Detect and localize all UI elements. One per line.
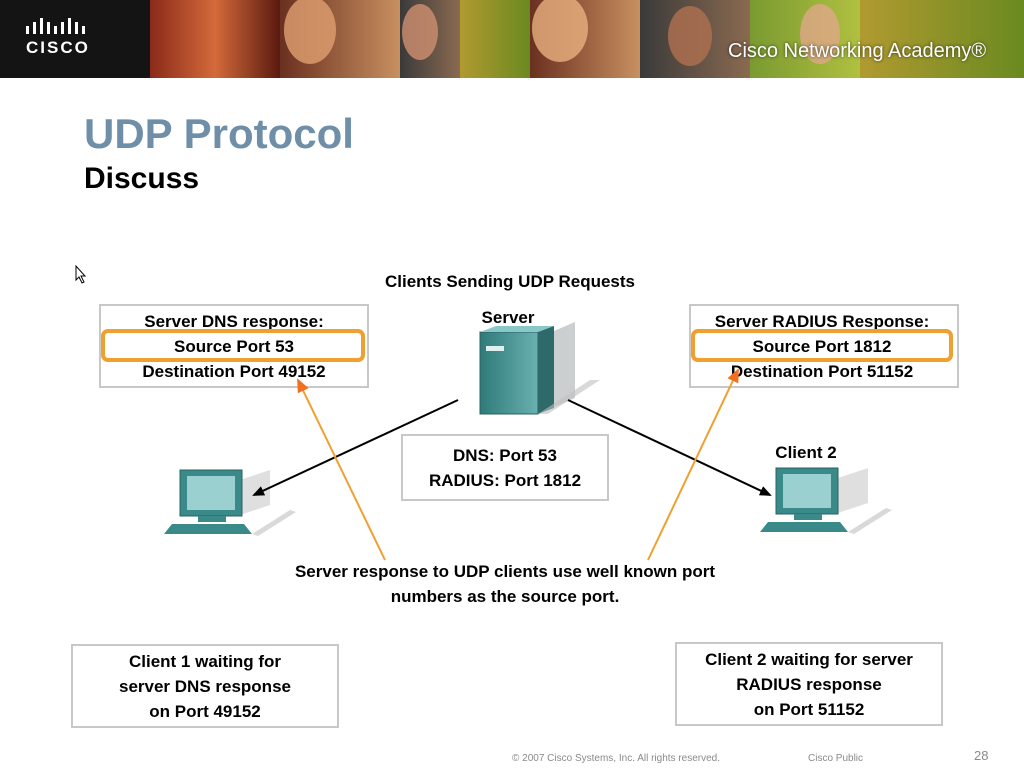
ports-box [401,434,609,501]
cisco-logo-text: CISCO [26,38,90,57]
header-banner: CISCO Cisco Networking Academy® [0,0,1024,78]
classification-text: Cisco Public [808,753,864,764]
server-label: Server [482,308,535,327]
cisco-logo-icon [26,18,85,34]
note-line-1: Server response to UDP clients use well … [295,562,715,581]
radius-box-line-2: Source Port 1812 [753,337,892,356]
client-2-box-line-1: Client 2 waiting for server [705,650,913,669]
page-number: 28 [974,748,989,763]
radius-source-highlight [691,329,953,362]
ports-box-line-2: RADIUS: Port 1812 [429,471,581,490]
server-icon [479,322,600,415]
client-2-computer-icon [760,467,892,534]
client-1-waiting-box [71,644,339,728]
client-2-waiting-box [675,642,943,726]
arrow-note-to-radius-box [647,368,739,561]
dns-box-line-3: Destination Port 49152 [142,362,325,381]
note-line-2: numbers as the source port. [391,587,620,606]
arrow-note-to-dns-box [297,378,386,561]
banner-photo-strip [0,0,1024,78]
client-1-computer-icon [164,469,296,536]
copyright-text: © 2007 Cisco Systems, Inc. All rights re… [512,753,721,764]
diagram-heading: Clients Sending UDP Requests [385,272,635,291]
dns-source-highlight [101,329,365,362]
arrow-server-to-client-2 [567,399,772,496]
client-1-box-line-2: server DNS response [119,677,291,696]
academy-title: Cisco Networking Academy® [728,40,987,62]
dns-response-box [99,304,369,388]
cursor-icon [75,264,87,284]
client-1-box-line-1: Client 1 waiting for [129,652,281,671]
client-2-label: Client 2 [775,443,836,462]
dns-box-line-2: Source Port 53 [174,337,294,356]
client-2-box-line-3: on Port 51152 [754,700,865,719]
client-2-box-line-2: RADIUS response [736,675,881,694]
ports-box-line-1: DNS: Port 53 [453,446,557,465]
dns-box-line-1: Server DNS response: [144,312,324,331]
slide-title: UDP Protocol [84,110,354,157]
radius-box-line-3: Destination Port 51152 [731,362,913,381]
arrow-server-to-client-1 [252,399,459,496]
radius-box-line-1: Server RADIUS Response: [715,312,929,331]
slide-subtitle: Discuss [84,162,200,195]
client-1-box-line-3: on Port 49152 [149,702,261,721]
